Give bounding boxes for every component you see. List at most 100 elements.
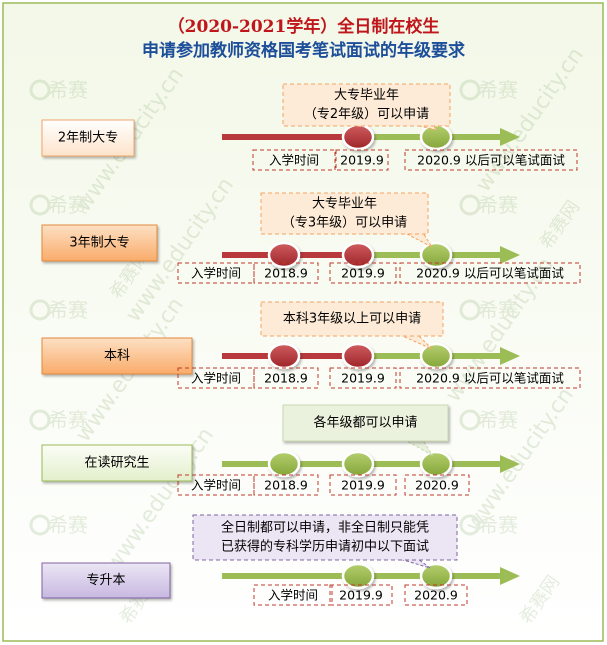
watermark-logo: 希赛 bbox=[29, 193, 88, 217]
timeline-arrow-head bbox=[500, 246, 520, 264]
timeline-green-circle bbox=[419, 342, 453, 370]
timeline-label: 2020.9 以后可以笔试面试 bbox=[416, 371, 564, 386]
watermark-logo: 希赛 bbox=[459, 78, 518, 102]
watermark-logo: 希赛 bbox=[459, 408, 518, 432]
watermark-brand: 希赛 bbox=[478, 513, 518, 537]
watermark-brand: 希赛 bbox=[478, 408, 518, 432]
watermark-logo-mark bbox=[29, 409, 51, 431]
timeline-label: 2020.9 bbox=[414, 588, 458, 603]
timeline-label: 2020.9 以后可以笔试面试 bbox=[417, 153, 565, 168]
watermark-brand: 希赛 bbox=[48, 78, 88, 102]
timeline-green-circle bbox=[419, 241, 453, 269]
timeline-red-circle bbox=[341, 241, 375, 269]
callout-text: （专2年级）可以申请 bbox=[304, 107, 429, 122]
callout-text: 本科3年级以上可以申请 bbox=[283, 312, 421, 327]
watermark-logo-mark bbox=[459, 514, 481, 536]
timeline-label-box bbox=[329, 474, 397, 496]
watermark-brand: 希赛 bbox=[48, 298, 88, 322]
timeline-label-box bbox=[399, 262, 581, 284]
timeline-green-circle bbox=[341, 562, 375, 590]
watermark-logo-mark bbox=[459, 79, 481, 101]
callout-tail bbox=[399, 558, 431, 569]
timeline-label-box bbox=[404, 584, 468, 606]
title-line2: 申请参加教师资格国考笔试面试的年级要求 bbox=[142, 41, 465, 61]
callout-text: 已获得的专科学历申请初中以下面试 bbox=[221, 539, 429, 555]
watermark-logo: 希赛 bbox=[29, 298, 88, 322]
timeline-arrow-head bbox=[500, 567, 520, 585]
watermark-logo: 希赛 bbox=[459, 193, 518, 217]
watermark-logo: 希赛 bbox=[29, 408, 88, 432]
timeline-red-circle bbox=[341, 123, 375, 151]
timeline-label-box bbox=[329, 367, 397, 389]
callout-tail bbox=[399, 334, 433, 350]
timeline-red-circle bbox=[341, 342, 375, 370]
timeline-red-circle bbox=[267, 241, 301, 269]
category-box bbox=[41, 562, 171, 599]
watermark-logo-mark bbox=[459, 409, 481, 431]
category-box bbox=[41, 119, 135, 157]
watermark-logo: 希赛 bbox=[459, 298, 518, 322]
timeline-label: 2018.9 bbox=[264, 266, 308, 281]
callout-text: 各年级都可以申请 bbox=[313, 415, 417, 431]
callout-text: 大专毕业年 bbox=[334, 88, 399, 103]
timeline-label: 入学时间 bbox=[268, 588, 318, 603]
category-box bbox=[41, 224, 158, 262]
timeline-arrow-head bbox=[500, 455, 520, 473]
timeline-label-box bbox=[335, 149, 389, 171]
callout-text: 大专毕业年 bbox=[312, 197, 377, 212]
timeline-label: 2019.9 bbox=[341, 266, 385, 281]
timeline-label: 2019.9 bbox=[340, 153, 384, 168]
timeline-green-circle bbox=[419, 562, 453, 590]
timeline-label: 2019.9 bbox=[341, 371, 385, 386]
category-label: 本科 bbox=[104, 349, 130, 364]
callout-tail bbox=[404, 232, 434, 249]
watermark-logo-mark bbox=[29, 79, 51, 101]
category-box bbox=[41, 444, 193, 482]
title-line1: （2020-2021学年）全日制在校生 bbox=[167, 17, 440, 37]
timeline-label-box bbox=[253, 474, 319, 496]
timeline-label-box bbox=[329, 584, 393, 606]
timeline-label: 入学时间 bbox=[191, 371, 241, 386]
timeline-arrow-head bbox=[500, 128, 520, 146]
category-box bbox=[41, 337, 193, 375]
watermark-brand: 希赛 bbox=[478, 193, 518, 217]
watermark-logo-mark bbox=[29, 194, 51, 216]
timeline-label: 入学时间 bbox=[191, 478, 241, 493]
timeline-label-box bbox=[404, 149, 578, 171]
watermark-logo-mark bbox=[459, 194, 481, 216]
timeline-label-box bbox=[329, 262, 397, 284]
callout-box bbox=[260, 192, 429, 235]
callout-box bbox=[192, 514, 458, 561]
timeline-label-box bbox=[399, 367, 581, 389]
watermark-brand: 希赛 bbox=[48, 408, 88, 432]
timeline-label: 入学时间 bbox=[269, 153, 319, 168]
watermark-brand: 希赛 bbox=[478, 298, 518, 322]
watermark-logo: 希赛 bbox=[459, 513, 518, 537]
category-label: 专升本 bbox=[86, 573, 125, 588]
watermark-logo: 希赛 bbox=[29, 78, 88, 102]
timeline-green-circle bbox=[341, 450, 375, 478]
callout-box bbox=[282, 404, 449, 442]
watermark-logo: 希赛 bbox=[29, 513, 88, 537]
timeline-label: 入学时间 bbox=[191, 266, 241, 281]
watermark-brand: 希赛 bbox=[48, 193, 88, 217]
timeline-label-box bbox=[253, 262, 319, 284]
watermark-logo-mark bbox=[459, 299, 481, 321]
timeline-label: 2018.9 bbox=[264, 478, 308, 493]
callout-text: 全日制都可以申请，非全日制只能凭 bbox=[221, 520, 429, 536]
timeline-green-circle bbox=[419, 450, 453, 478]
category-label: 3年制大专 bbox=[69, 236, 129, 251]
category-label: 2年制大专 bbox=[58, 131, 118, 146]
timeline-arrow-head bbox=[500, 347, 520, 365]
timeline-label: 2018.9 bbox=[264, 371, 308, 386]
timeline-label: 2020.9 bbox=[415, 478, 459, 493]
timeline-green-circle bbox=[267, 450, 301, 478]
callout-box bbox=[282, 83, 451, 127]
timeline-red-circle bbox=[267, 342, 301, 370]
